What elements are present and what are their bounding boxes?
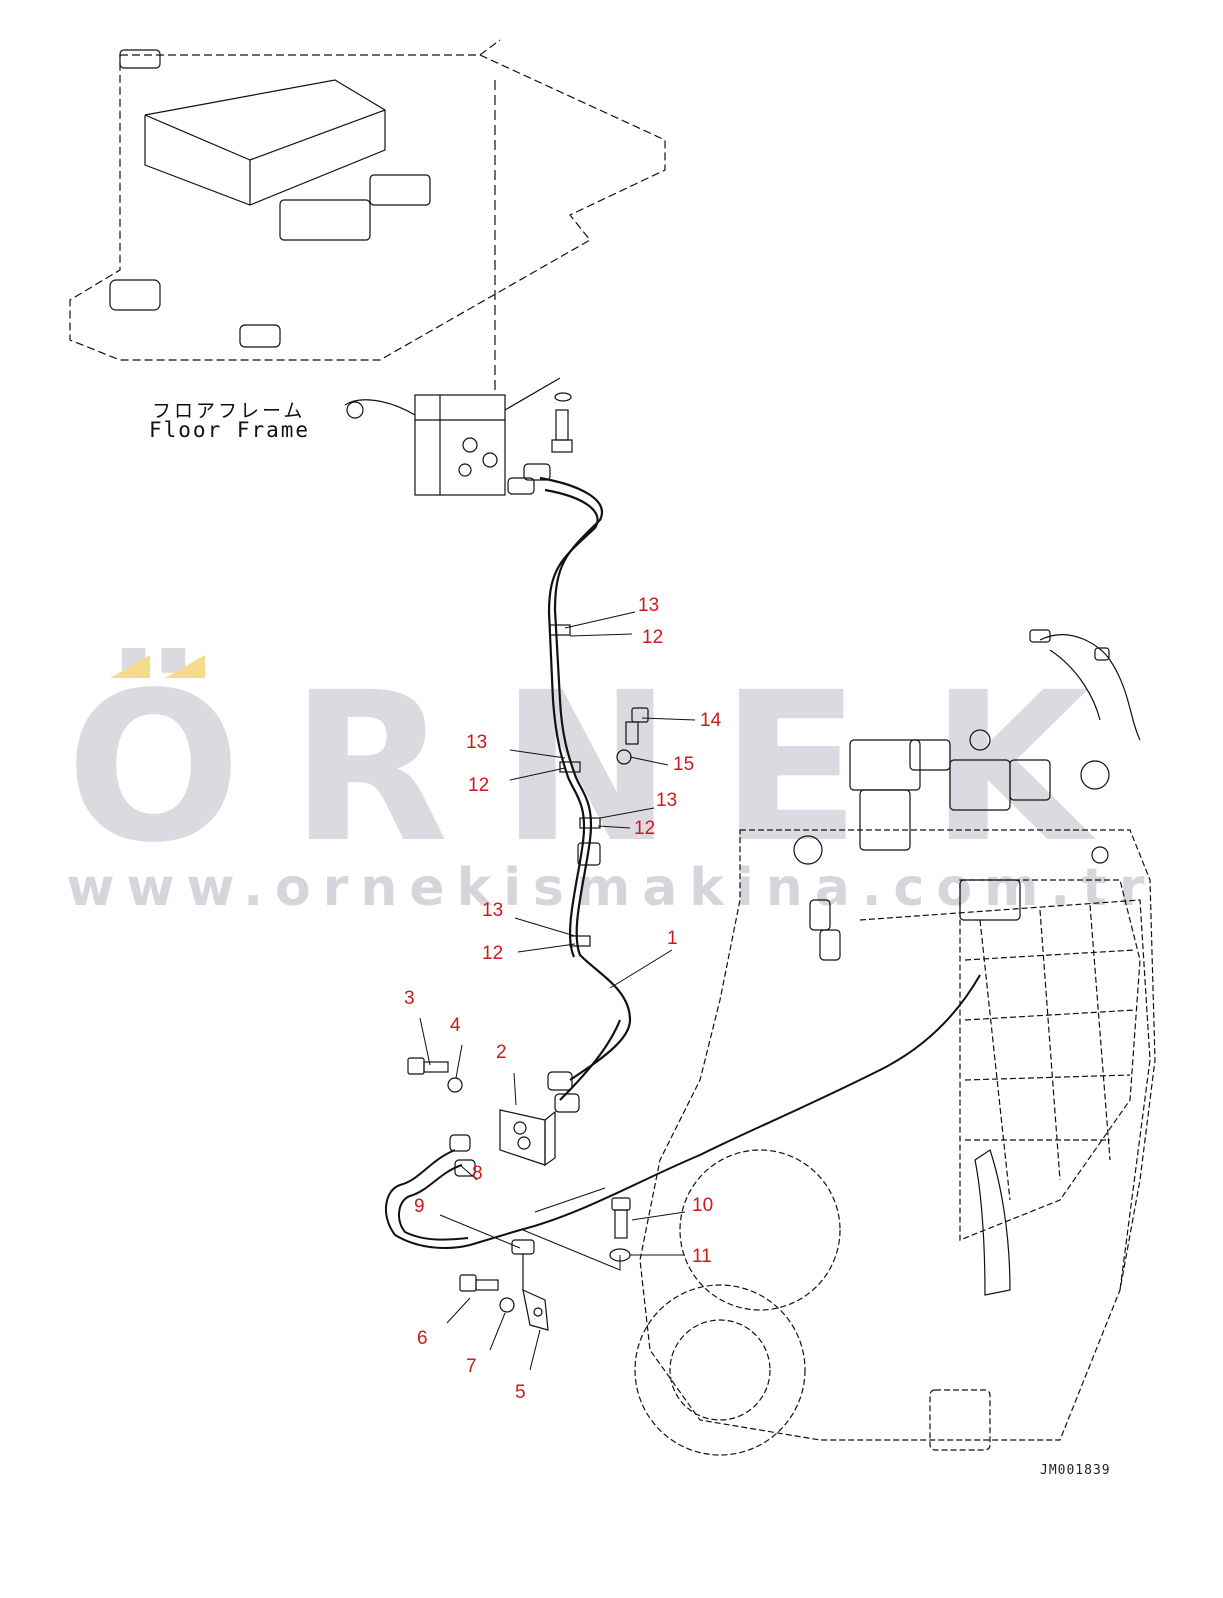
callout-13: 13: [656, 790, 678, 811]
bolt-10: [611, 1197, 631, 1239]
callout-6: 6: [417, 1328, 428, 1349]
floor-frame-box: [109, 49, 431, 348]
clamp-9: [511, 1239, 535, 1290]
callout-1: 1: [667, 928, 678, 949]
harness-end-connectors: [507, 463, 601, 1113]
watermark-letter-r: R: [290, 648, 449, 888]
callout-12: 12: [634, 818, 656, 839]
callout-14: 14: [700, 710, 722, 731]
callout-11: 11: [692, 1246, 712, 1267]
callout-8: 8: [472, 1163, 483, 1184]
callout-7: 7: [466, 1356, 477, 1377]
floor-frame: [69, 39, 666, 361]
washer-7: [499, 1297, 515, 1313]
watermark-letter-o: Ö: [66, 648, 242, 888]
watermark-accent-left: [110, 655, 150, 678]
callout-5: 5: [515, 1382, 526, 1403]
callout-4: 4: [450, 1015, 461, 1036]
callout-9: 9: [414, 1196, 425, 1217]
watermark-url: www.ornekismakina.com.tr: [66, 858, 1157, 918]
callout-15: 15: [673, 754, 695, 775]
callout-3: 3: [404, 988, 415, 1009]
watermark-letter-e: E: [720, 648, 861, 888]
callout-10: 10: [692, 1195, 714, 1216]
watermark-accent-right: [165, 655, 205, 678]
callout-12: 12: [642, 627, 664, 648]
floor-frame-label-jp: フロアフレーム: [152, 400, 306, 422]
washer-15: [616, 749, 632, 765]
callout-13: 13: [638, 595, 660, 616]
bolt-14: [625, 707, 649, 745]
callout-12: 12: [468, 775, 490, 796]
transmission-assembly: [634, 829, 1156, 1456]
callout-13: 13: [466, 732, 488, 753]
valve-block: [793, 629, 1141, 961]
callout-13: 13: [482, 900, 504, 921]
harness-clamps: [549, 624, 601, 947]
bolt-6: [459, 1274, 499, 1292]
watermark-letter-n: N: [500, 648, 673, 888]
exhaust-pipe: [974, 1149, 1011, 1296]
bolt-3: [407, 1057, 449, 1075]
harness-8: [384, 974, 981, 1249]
connector-block: [344, 394, 506, 496]
harness-wire: [539, 476, 632, 1101]
callout-12: 12: [482, 943, 504, 964]
bracket-5: [522, 1288, 549, 1331]
drawing-code: JM001839: [1040, 1463, 1111, 1478]
harness-8-connectors: [449, 1134, 476, 1177]
callout-2: 2: [496, 1042, 507, 1063]
bracket-2: [499, 1109, 556, 1167]
top-bolt: [504, 377, 573, 453]
leader-lines: [419, 611, 696, 1371]
floor-frame-label-en: Floor Frame: [149, 418, 311, 442]
washer-4: [447, 1077, 463, 1093]
